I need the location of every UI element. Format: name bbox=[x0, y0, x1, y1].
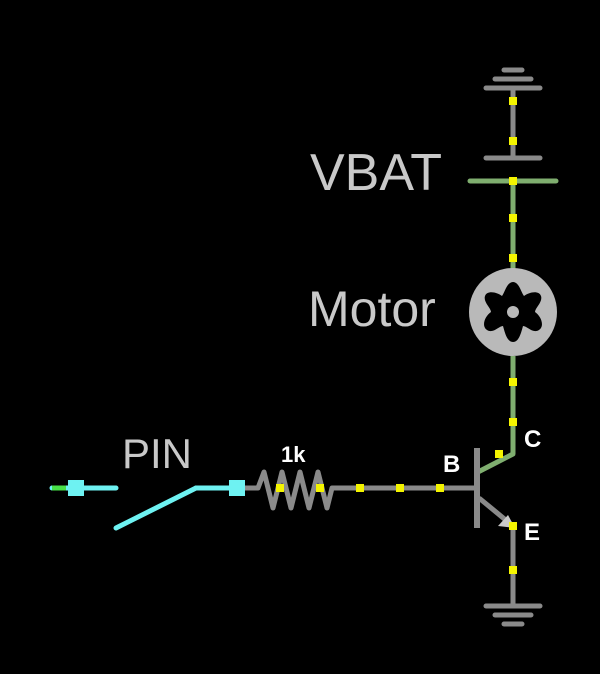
base-label: B bbox=[443, 451, 460, 478]
current-marker bbox=[509, 522, 517, 530]
resistor-value-label: 1k bbox=[281, 442, 306, 467]
vbat-label: VBAT bbox=[310, 144, 442, 202]
motor-label: Motor bbox=[308, 281, 436, 337]
current-marker bbox=[509, 97, 517, 105]
current-marker bbox=[396, 484, 404, 492]
current-marker bbox=[495, 450, 503, 458]
bottom-ground-symbol bbox=[483, 603, 543, 627]
current-marker bbox=[509, 418, 517, 426]
current-marker bbox=[276, 484, 284, 492]
current-markers bbox=[276, 97, 517, 574]
current-marker bbox=[509, 214, 517, 222]
current-marker bbox=[509, 137, 517, 145]
current-marker bbox=[356, 484, 364, 492]
current-marker bbox=[509, 254, 517, 262]
wire-motor-to-collector bbox=[476, 356, 516, 475]
resistor-symbol bbox=[236, 469, 340, 511]
current-marker bbox=[509, 566, 517, 574]
input-terminal[interactable] bbox=[68, 480, 84, 496]
motor-symbol bbox=[469, 268, 557, 356]
collector-label: C bbox=[524, 426, 541, 453]
current-marker bbox=[509, 378, 517, 386]
current-marker bbox=[316, 484, 324, 492]
emitter-label: E bbox=[524, 519, 540, 546]
pin-label: PIN bbox=[122, 430, 192, 477]
switch-terminal[interactable] bbox=[229, 480, 245, 496]
current-marker bbox=[509, 177, 517, 185]
current-marker bbox=[436, 484, 444, 492]
